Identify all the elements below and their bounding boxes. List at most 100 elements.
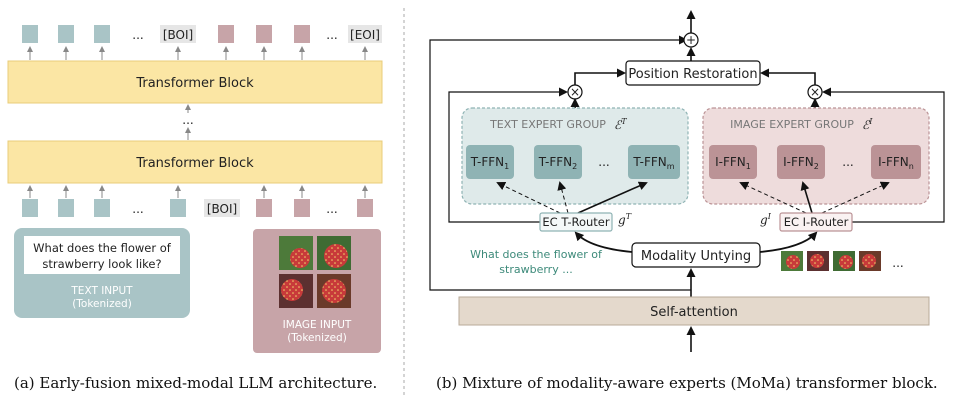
bottom-token-arrows [27, 185, 368, 198]
i-ffn-n-sub: n [909, 162, 914, 171]
image-token [294, 199, 310, 217]
i-router-dispatch [739, 181, 890, 214]
bottom-dots-2: ... [326, 202, 337, 216]
text-token [94, 199, 110, 217]
position-restoration-label: Position Restoration [628, 67, 757, 82]
t-ffn-1-label: T-FFN1 [470, 155, 509, 171]
image-token [218, 25, 234, 43]
image-group-symbol-base: ℰ [862, 118, 871, 132]
boi-token-box [204, 199, 240, 217]
eoi-token-box [348, 25, 382, 43]
image-times-symbol: × [810, 85, 820, 99]
t-ffn-dots: ... [598, 155, 609, 169]
top-eoi-label: [EOI] [350, 28, 380, 42]
right-panel: + Position Restoration × × TEXT EXPERT G… [429, 10, 945, 392]
image-patches [781, 251, 881, 271]
transformer-block-bottom-label: Transformer Block [135, 156, 254, 171]
self-attention-label: Self-attention [650, 305, 738, 320]
t-router-gate [448, 87, 568, 223]
i-router-box [779, 212, 853, 232]
top-token-row: ... [BOI] ... [EOI] [22, 25, 382, 43]
text-group-symbol: ℰT [614, 117, 627, 132]
t-ffn-m-label: T-FFNm [632, 155, 674, 171]
top-boi-label: [BOI] [163, 28, 193, 42]
image-group-symbol: ℰI [862, 117, 873, 132]
t-ffn-2-label: T-FFN2 [538, 155, 577, 171]
untying-to-t-router [574, 231, 633, 253]
i-ffn-2-label: I-FFN2 [783, 155, 819, 171]
text-prompt-line1: What does the flower of [33, 241, 172, 255]
between-dots: ... [182, 113, 193, 127]
image-input-label-1: IMAGE INPUT [283, 319, 352, 331]
t-ffn-2-base: T-FFN [538, 155, 572, 169]
modality-untying-box [631, 242, 761, 268]
t-ffn-2-sub: 2 [572, 162, 577, 171]
t-router-label: EC T-Router [542, 215, 609, 229]
image-token [294, 25, 310, 43]
caption-a: (a) Early-fusion mixed-modal LLM archite… [14, 374, 377, 392]
i-ffn-1-base: I-FFN [715, 155, 746, 169]
caption-b: (b) Mixture of modality-aware experts (M… [436, 374, 938, 392]
t-ffn-m [628, 145, 680, 179]
g-i-sup: I [767, 212, 772, 221]
strawberry-image [279, 236, 351, 308]
i-ffn-n-label: I-FFNn [878, 155, 914, 171]
text-times-to-restoration [574, 68, 626, 85]
image-token [256, 199, 272, 217]
image-input-label-2: (Tokenized) [287, 332, 347, 344]
t-router-dispatch [496, 181, 648, 214]
text-token [94, 25, 110, 43]
text-input-label-2: (Tokenized) [72, 298, 132, 310]
t-router-box [539, 212, 613, 232]
t-ffn-1-base: T-FFN [470, 155, 504, 169]
image-times-to-restoration [760, 68, 816, 85]
transformer-block-top [7, 60, 383, 104]
query-line1: What does the flower of [470, 248, 603, 261]
modality-untying-label: Modality Untying [641, 249, 751, 264]
untying-to-i-router [759, 231, 818, 253]
text-input-label-1: TEXT INPUT [70, 285, 133, 297]
text-token [22, 199, 38, 217]
i-router-gate [822, 87, 945, 223]
t-ffn-1 [466, 145, 514, 179]
i-ffn-2-base: I-FFN [783, 155, 814, 169]
self-attention-box [458, 296, 930, 326]
text-token [22, 25, 38, 43]
boi-token-box [160, 25, 196, 43]
t-ffn-m-base: T-FFN [632, 155, 666, 169]
text-group-symbol-sup: T [621, 117, 627, 126]
image-token [256, 25, 272, 43]
top-dots-1: ... [132, 28, 143, 42]
top-token-arrows [27, 46, 368, 60]
g-i-base: g [760, 213, 768, 227]
plus-symbol: + [686, 33, 696, 47]
i-router-label: EC I-Router [784, 215, 849, 229]
g-i-symbol: gI [760, 212, 772, 227]
t-ffn-1-sub: 1 [504, 162, 509, 171]
g-t-symbol: gT [618, 212, 632, 227]
i-ffn-n-base: I-FFN [878, 155, 909, 169]
g-t-base: g [618, 213, 626, 227]
bottom-dots-1: ... [132, 202, 143, 216]
text-times-symbol: × [570, 85, 580, 99]
text-group-symbol-base: ℰ [614, 118, 623, 132]
g-t-sup: T [626, 212, 632, 221]
bottom-boi-label: [BOI] [207, 202, 237, 216]
i-ffn-dots: ... [842, 155, 853, 169]
t-ffn-m-sub: m [667, 162, 675, 171]
i-ffn-n [871, 145, 921, 179]
bottom-token-row: ... [BOI] ... [22, 199, 373, 217]
text-token [58, 199, 74, 217]
left-panel: ... [BOI] ... [EOI] Transformer Block ..… [7, 25, 383, 392]
residual-path [429, 35, 691, 291]
image-group-symbol-sup: I [868, 117, 873, 126]
t-ffn-2 [534, 145, 582, 179]
i-ffn-1 [709, 145, 757, 179]
transformer-block-bottom [7, 140, 383, 184]
i-ffn-1-label: I-FFN1 [715, 155, 751, 171]
text-token [58, 25, 74, 43]
query-line2: strawberry ... [499, 263, 572, 276]
transformer-block-top-label: Transformer Block [135, 76, 254, 91]
i-ffn-2 [777, 145, 825, 179]
